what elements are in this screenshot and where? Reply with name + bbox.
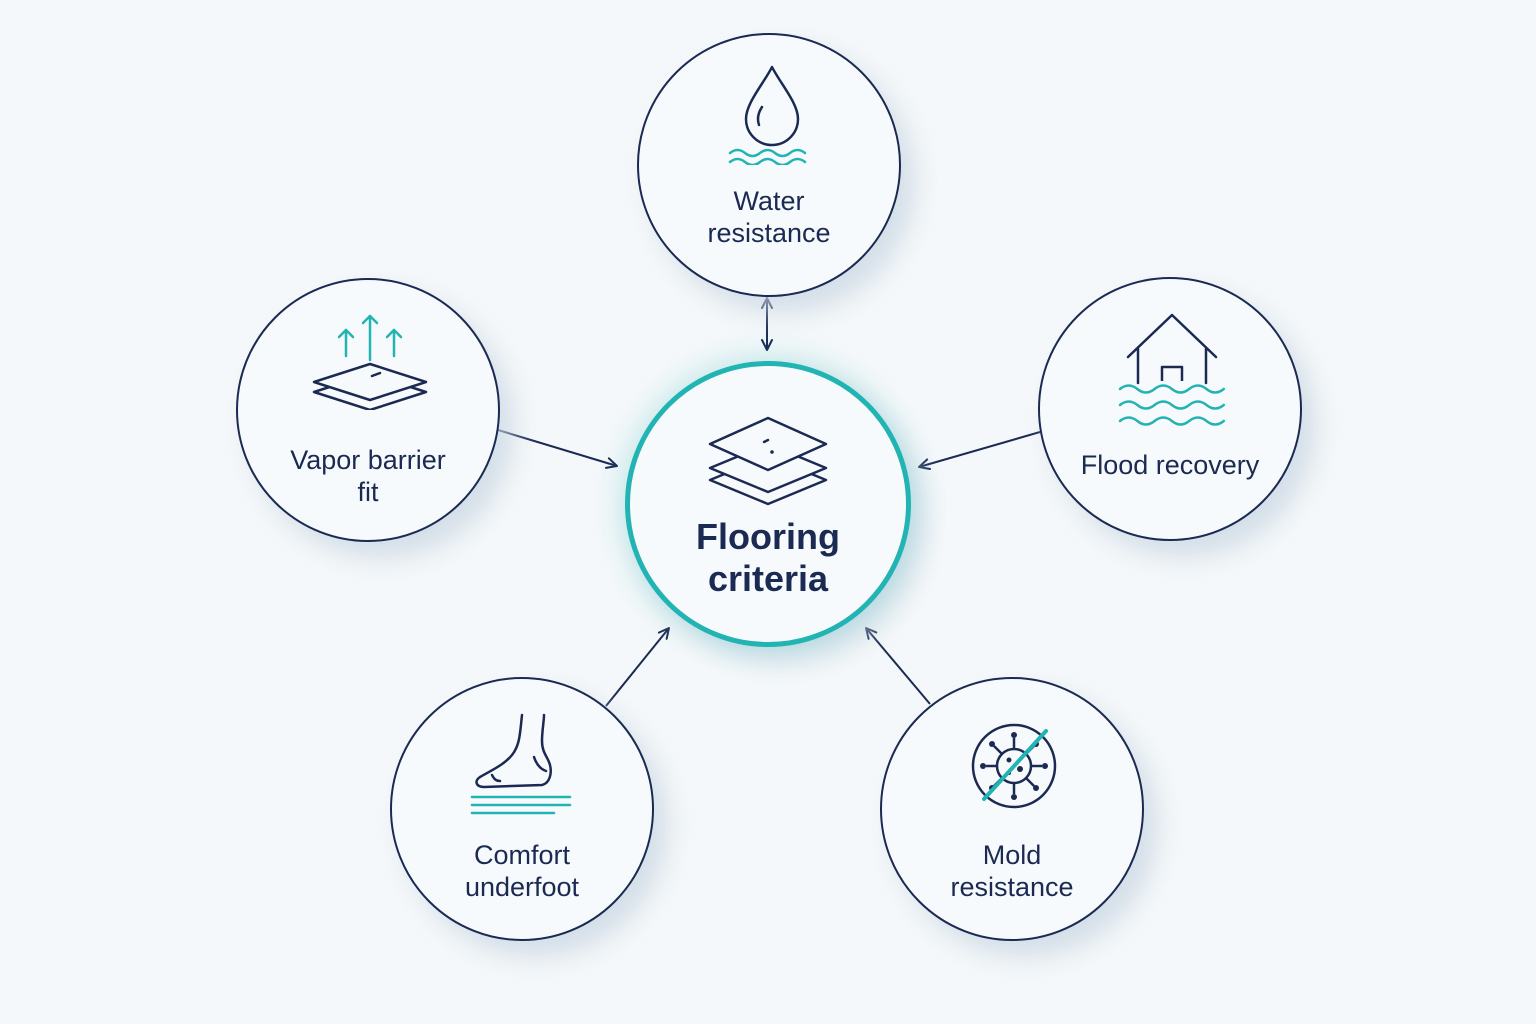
vapor-barrier-node: Vapor barrier fit xyxy=(236,278,500,542)
water-resistance-node: Water resistance xyxy=(637,33,901,297)
flooring-criteria-label: Flooring criteria xyxy=(696,516,840,599)
comfort-underfoot-label: Comfort underfoot xyxy=(464,840,580,902)
flood-recovery-node: Flood recovery xyxy=(1038,277,1302,541)
foot-icon xyxy=(470,713,572,815)
vapor-barrier-icon xyxy=(312,314,428,410)
no-mold-icon xyxy=(971,723,1057,809)
connector-vapor xyxy=(497,429,618,469)
stacked-layers-icon xyxy=(708,416,828,506)
flood-recovery-label: Flood recovery xyxy=(1080,450,1260,480)
connector-flood xyxy=(918,431,1041,471)
connector-mold xyxy=(865,627,931,705)
connector-comfort xyxy=(605,627,670,707)
water-drop-icon xyxy=(728,65,807,165)
mold-resistance-node: Mold resistance xyxy=(880,677,1144,941)
mold-resistance-label: Mold resistance xyxy=(950,840,1074,902)
comfort-underfoot-node: Comfort underfoot xyxy=(390,677,654,941)
vapor-barrier-label: Vapor barrier fit xyxy=(290,445,446,507)
flooring-criteria-node: Flooring criteria xyxy=(625,361,911,647)
flooded-house-icon xyxy=(1118,313,1226,426)
water-resistance-label: Water resistance xyxy=(707,186,831,248)
